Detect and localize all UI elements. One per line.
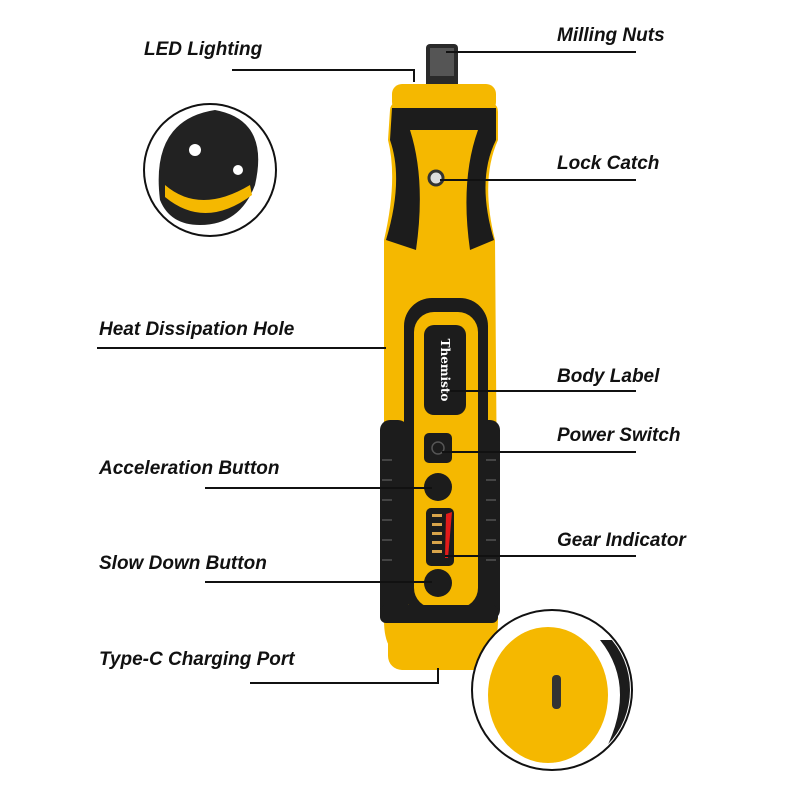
heat-vents	[382, 459, 496, 561]
label-heat-dissipation-hole: Heat Dissipation Hole	[99, 319, 295, 340]
label-acceleration-button: Acceleration Button	[99, 458, 280, 479]
label-led-lighting: LED Lighting	[144, 39, 263, 60]
label-milling-nuts: Milling Nuts	[557, 25, 665, 46]
body-label-plate	[424, 325, 466, 415]
label-body-label: Body Label	[557, 366, 660, 387]
slow-down-button	[424, 569, 452, 597]
gear-indicator-bars	[432, 514, 442, 553]
type-c-inset-circle	[471, 609, 633, 771]
label-power-switch: Power Switch	[557, 425, 681, 446]
power-switch	[424, 433, 452, 463]
label-lock-catch: Lock Catch	[557, 153, 660, 174]
power-icon	[431, 441, 445, 455]
brand-label: Themisto	[438, 338, 452, 402]
label-type-c-charging-port: Type-C Charging Port	[99, 649, 295, 670]
label-gear-indicator: Gear Indicator	[557, 530, 686, 551]
lock-catch-button	[427, 169, 445, 187]
type-c-port	[552, 675, 561, 709]
leader-lines	[97, 51, 636, 684]
label-slow-down-button: Slow Down Button	[99, 553, 267, 574]
led-inset-circle	[143, 103, 277, 237]
acceleration-button	[424, 473, 452, 501]
gear-indicator-light	[445, 512, 452, 558]
